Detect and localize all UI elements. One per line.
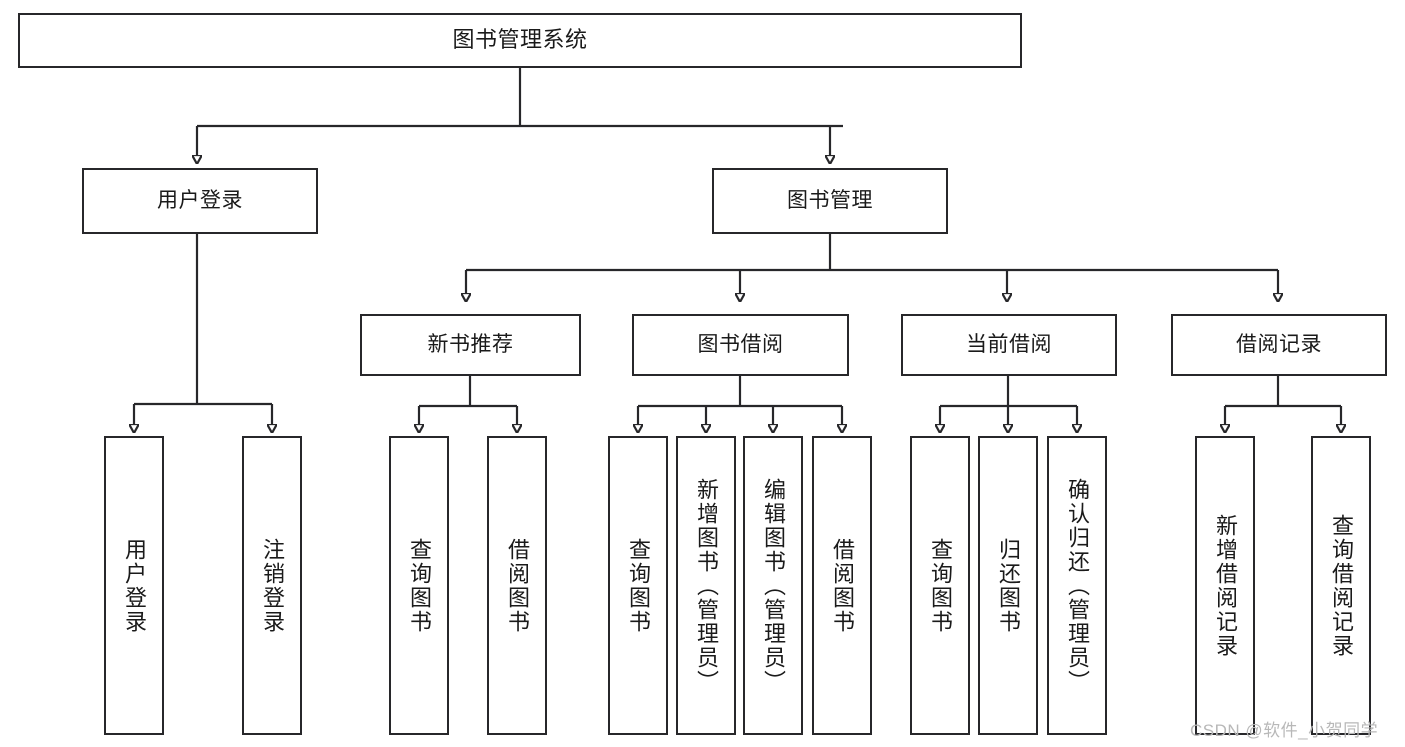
- node-root-system[interactable]: 图书管理系统: [18, 13, 1022, 68]
- node-borrow-record[interactable]: 借阅记录: [1171, 314, 1387, 376]
- node-label: 图书管理: [787, 189, 873, 213]
- node-label: 当前借阅: [966, 333, 1052, 357]
- node-label: 借阅图书: [504, 537, 530, 634]
- leaf-current-borrow-return[interactable]: 归还图书: [978, 436, 1038, 735]
- node-label: 新增图书（管理员）: [693, 477, 719, 694]
- node-label: 注销登录: [259, 537, 285, 634]
- node-book-management[interactable]: 图书管理: [712, 168, 948, 234]
- leaf-borrow-record-add[interactable]: 新增借阅记录: [1195, 436, 1255, 735]
- node-current-borrow[interactable]: 当前借阅: [901, 314, 1117, 376]
- leaf-user-login-login[interactable]: 用户登录: [104, 436, 164, 735]
- leaf-book-borrow-edit[interactable]: 编辑图书（管理员）: [743, 436, 803, 735]
- node-label: 图书管理系统: [452, 27, 588, 53]
- node-new-book-recommend[interactable]: 新书推荐: [360, 314, 581, 376]
- leaf-current-borrow-query[interactable]: 查询图书: [910, 436, 970, 735]
- node-label: 确认归还（管理员）: [1064, 477, 1090, 694]
- node-label: 归还图书: [995, 537, 1021, 634]
- node-book-borrow[interactable]: 图书借阅: [632, 314, 849, 376]
- node-label: 查询借阅记录: [1328, 513, 1354, 658]
- node-label: 用户登录: [157, 189, 243, 213]
- node-user-login[interactable]: 用户登录: [82, 168, 318, 234]
- node-label: 用户登录: [121, 537, 147, 634]
- leaf-book-borrow-query[interactable]: 查询图书: [608, 436, 668, 735]
- node-label: 查询图书: [927, 537, 953, 634]
- leaf-book-borrow-lend[interactable]: 借阅图书: [812, 436, 872, 735]
- node-label: 新增借阅记录: [1212, 513, 1238, 658]
- node-label: 图书借阅: [697, 333, 784, 357]
- watermark-text: CSDN @软件_小贺同学: [1190, 721, 1379, 740]
- leaf-new-book-query[interactable]: 查询图书: [389, 436, 449, 735]
- node-label: 借阅记录: [1236, 333, 1322, 357]
- node-label: 借阅图书: [829, 537, 855, 634]
- node-label: 新书推荐: [427, 333, 514, 357]
- leaf-book-borrow-add[interactable]: 新增图书（管理员）: [676, 436, 736, 735]
- node-label: 编辑图书（管理员）: [760, 477, 786, 694]
- leaf-new-book-borrow[interactable]: 借阅图书: [487, 436, 547, 735]
- leaf-borrow-record-query[interactable]: 查询借阅记录: [1311, 436, 1371, 735]
- leaf-user-login-logout[interactable]: 注销登录: [242, 436, 302, 735]
- leaf-current-borrow-confirm-return[interactable]: 确认归还（管理员）: [1047, 436, 1107, 735]
- node-label: 查询图书: [406, 537, 432, 634]
- node-label: 查询图书: [625, 537, 651, 634]
